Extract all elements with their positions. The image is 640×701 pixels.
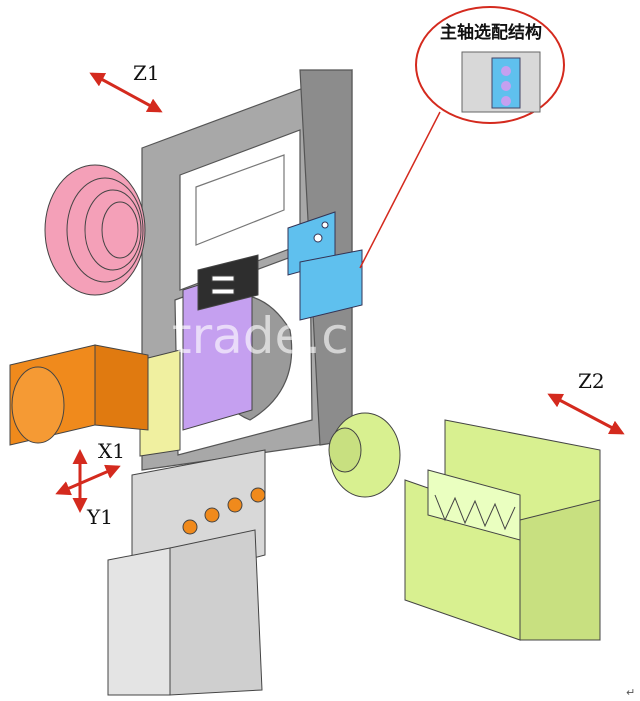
callout-part [501, 81, 511, 91]
y1-label: Y1 [86, 505, 113, 529]
callout-bubble: 主轴选配结构 [415, 6, 565, 124]
z1-label: Z1 [133, 61, 160, 85]
callout-leader-line [359, 111, 441, 269]
x1-arrow [55, 464, 121, 496]
pink-disc [44, 164, 146, 296]
callout-part [501, 66, 511, 76]
green-spindle [328, 412, 601, 641]
watermark-text: trade.china.cn [172, 307, 532, 365]
orange-motor [9, 344, 149, 446]
z1-arrow [89, 72, 163, 113]
z2-label: Z2 [578, 369, 605, 393]
gray-base [107, 449, 266, 696]
x1-label: X1 [98, 439, 125, 463]
blue-bracket [287, 211, 363, 321]
callout-part [501, 96, 511, 106]
z2-arrow [547, 393, 625, 435]
paragraph-mark: ↵ [626, 686, 635, 699]
purple-module [182, 254, 259, 431]
callout-title: 主轴选配结构 [440, 22, 542, 43]
